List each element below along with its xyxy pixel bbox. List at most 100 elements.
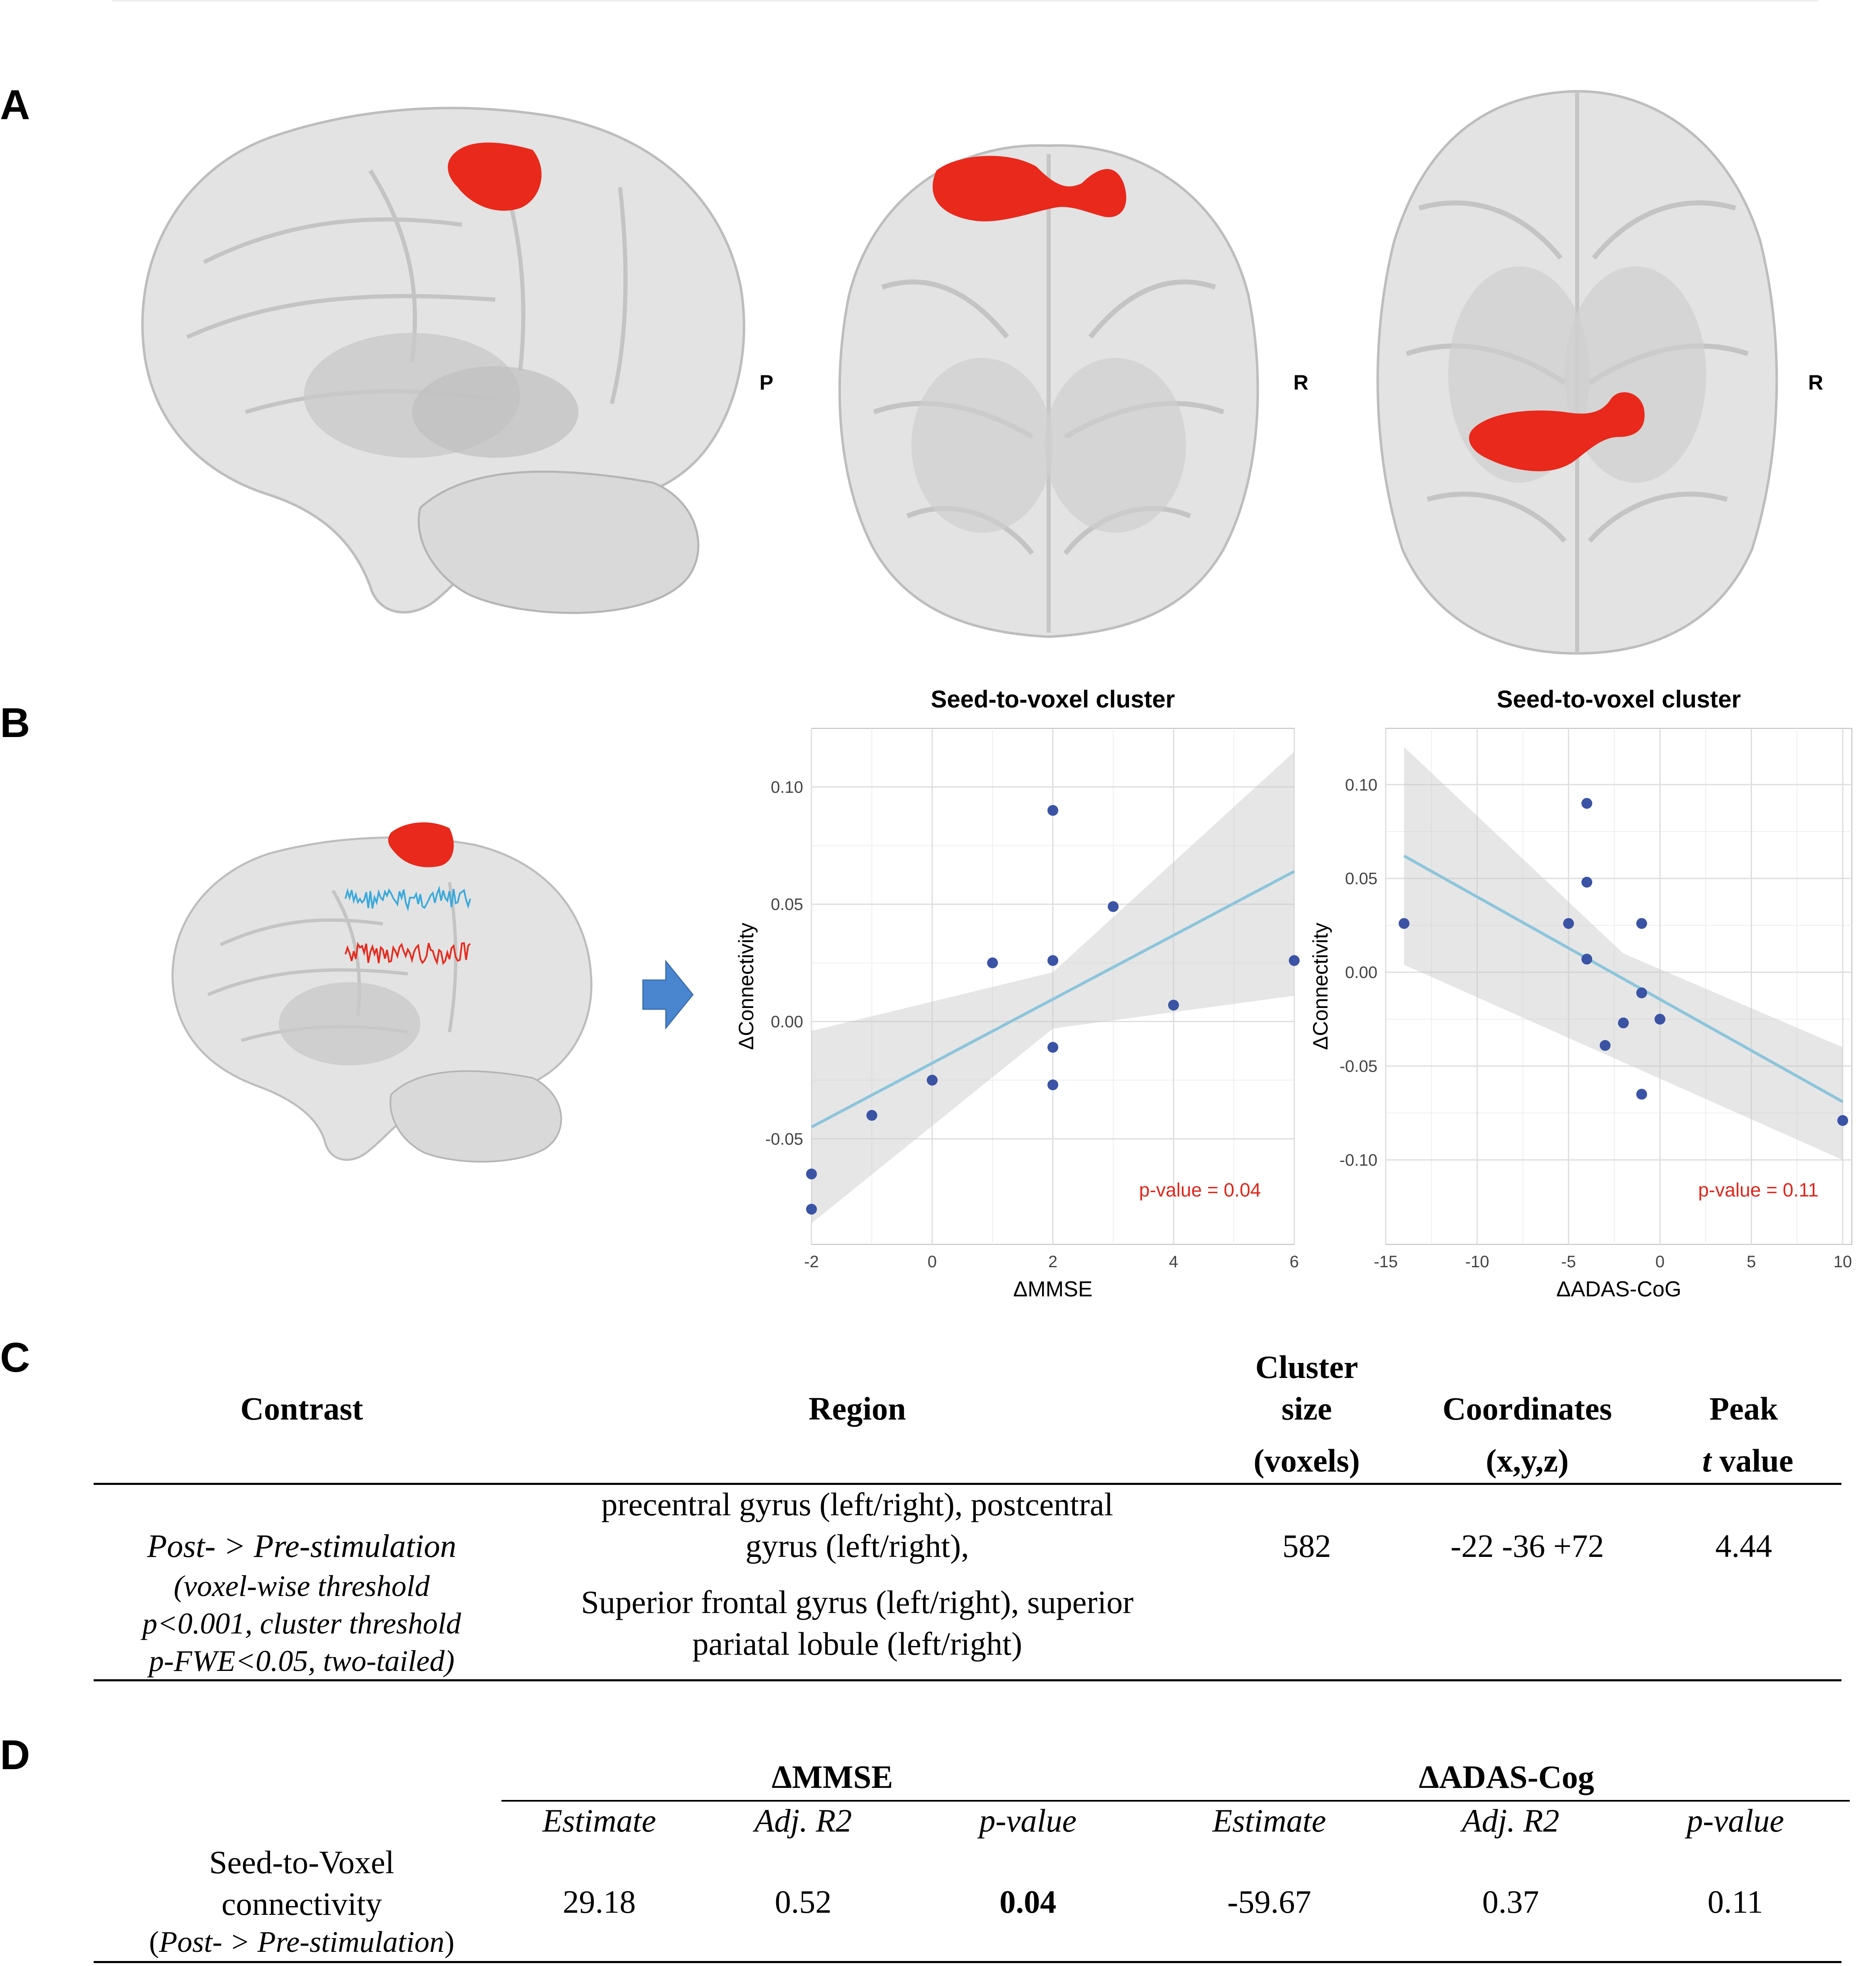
- header-peak-value: value: [1711, 1442, 1794, 1479]
- x-tick-label: 2: [1048, 1253, 1057, 1271]
- data-point: [1636, 918, 1647, 929]
- y-axis-label: ΔConnectivity: [1309, 923, 1332, 1050]
- x-axis-label: ΔADAS-CoG: [1556, 1277, 1682, 1301]
- subheader-estimate-mmse: Estimate: [542, 1802, 656, 1839]
- plot-area: [1385, 728, 1852, 1245]
- regression-line: [1403, 854, 1844, 1103]
- x-tick-label: -5: [1561, 1253, 1576, 1271]
- subheader-estimate-adas: Estimate: [1212, 1802, 1326, 1839]
- x-axis-label: ΔMMSE: [1013, 1277, 1093, 1301]
- row-label-line-1: Seed-to-Voxel: [209, 1844, 395, 1880]
- brain-axial-illustration: [1376, 90, 1778, 655]
- brain-sagittal-view: [121, 46, 770, 649]
- header-region: Region: [809, 1390, 906, 1427]
- contrast-note-2: p<0.001, cluster threshold: [142, 1607, 461, 1640]
- data-point: [987, 957, 998, 968]
- subheader-adjr2-adas: Adj. R2: [1462, 1802, 1559, 1839]
- row-label-contrast: Post- > Pre-stimulation: [159, 1925, 444, 1959]
- data-point: [1398, 918, 1409, 929]
- y-tick-label: -0.05: [1340, 1057, 1377, 1076]
- row-label-paren-close: ): [444, 1925, 454, 1959]
- side-label-r-coronal: R: [1293, 371, 1309, 394]
- y-tick-label: -0.10: [1340, 1151, 1377, 1169]
- header-contrast: Contrast: [240, 1390, 363, 1427]
- x-tick-label: 10: [1834, 1253, 1852, 1271]
- x-tick-label: 0: [1655, 1253, 1665, 1271]
- cluster-blob-coronal: [933, 156, 1127, 222]
- side-label-r-axial: R: [1808, 371, 1824, 394]
- contrast-note-1: (voxel-wise threshold: [174, 1569, 430, 1603]
- region-line-1: precentral gyrus (left/right), postcentr…: [601, 1486, 1114, 1522]
- table-c-header-rule: [94, 1483, 1841, 1485]
- brain-coronal-view: [799, 121, 1298, 649]
- data-point: [927, 1075, 938, 1086]
- cluster-size-value: 582: [1282, 1528, 1331, 1564]
- y-tick-label: 0.05: [771, 896, 803, 914]
- table-c-bottom-rule: [94, 1679, 1841, 1681]
- header-coordinates-line1: Coordinates: [1442, 1390, 1612, 1427]
- value-estimate-adas: -59.67: [1227, 1884, 1311, 1920]
- data-point: [1581, 876, 1593, 888]
- data-point: [866, 1110, 877, 1121]
- y-tick-label: 0.05: [1345, 870, 1377, 888]
- data-point: [1636, 1089, 1647, 1100]
- data-point: [1600, 1040, 1611, 1051]
- table-d-bottom-rule: [94, 1961, 1841, 1963]
- x-tick-label: 0: [928, 1253, 937, 1271]
- signal-trace-top: [345, 885, 471, 912]
- data-point: [1047, 1042, 1058, 1053]
- brain-seed-illustration: [158, 807, 616, 1174]
- brain-sagittal-illustration: [141, 107, 745, 614]
- coordinates-value: -22 -36 +72: [1450, 1528, 1604, 1564]
- data-point: [1581, 798, 1593, 809]
- panel-letter-d: D: [0, 1732, 30, 1778]
- arrow-right-icon: [641, 957, 695, 1032]
- header-cluster-line3: (voxels): [1253, 1442, 1360, 1479]
- data-point: [1837, 1115, 1849, 1126]
- data-point: [1654, 1013, 1665, 1025]
- header-cluster-line2: size: [1281, 1390, 1332, 1427]
- value-adjr2-adas: 0.37: [1482, 1884, 1539, 1920]
- data-point: [806, 1204, 817, 1215]
- y-tick-label: 0.10: [771, 778, 803, 797]
- value-estimate-mmse: 29.18: [563, 1884, 636, 1920]
- row-label-line-3: (Post- > Pre-stimulation): [94, 1925, 510, 1959]
- panel-letter-a: A: [0, 82, 30, 128]
- cluster-blob-seed: [388, 822, 454, 867]
- group-header-mmse: ΔMMSE: [772, 1759, 893, 1795]
- data-point: [806, 1168, 817, 1179]
- data-point: [1047, 1079, 1058, 1090]
- y-tick-label: 0.00: [1345, 963, 1377, 982]
- header-peak-t: t: [1702, 1442, 1712, 1479]
- data-point: [1168, 1000, 1179, 1011]
- p-value-annotation: p-value = 0.11: [1698, 1179, 1819, 1201]
- row-label-line-2: connectivity: [221, 1886, 382, 1922]
- y-tick-label: 0.10: [1345, 776, 1377, 794]
- cluster-blob-axial: [1469, 392, 1645, 472]
- x-tick-label: -2: [804, 1253, 819, 1271]
- contrast-note-3: p-FWE<0.05, two-tailed): [149, 1644, 455, 1678]
- y-tick-label: 0.00: [771, 1013, 803, 1031]
- side-label-p: P: [759, 371, 774, 394]
- data-point: [1618, 1017, 1629, 1028]
- peak-t-value: 4.44: [1715, 1528, 1772, 1564]
- chart-title: Seed-to-voxel cluster: [931, 686, 1175, 713]
- x-tick-label: -15: [1374, 1253, 1398, 1271]
- header-cluster-line1: Cluster: [1255, 1349, 1358, 1385]
- confidence-band: [811, 752, 1294, 1224]
- value-pvalue-adas: 0.11: [1707, 1884, 1763, 1920]
- contrast-main: Post- > Pre-stimulation: [147, 1528, 457, 1564]
- header-peak-line2: t value: [1660, 1442, 1835, 1479]
- header-peak-line1: Peak: [1709, 1390, 1778, 1427]
- signal-trace-bottom: [345, 942, 471, 966]
- data-point: [1047, 805, 1058, 816]
- subheader-pvalue-adas: p-value: [1687, 1802, 1784, 1839]
- top-rule: [112, 0, 1819, 2]
- panel-letter-b: B: [0, 700, 30, 746]
- brain-axial-view: [1352, 83, 1802, 658]
- subheader-pvalue-mmse: p-value: [979, 1802, 1077, 1839]
- y-axis-label: ΔConnectivity: [735, 923, 758, 1050]
- subheader-adjr2-mmse: Adj. R2: [754, 1802, 852, 1839]
